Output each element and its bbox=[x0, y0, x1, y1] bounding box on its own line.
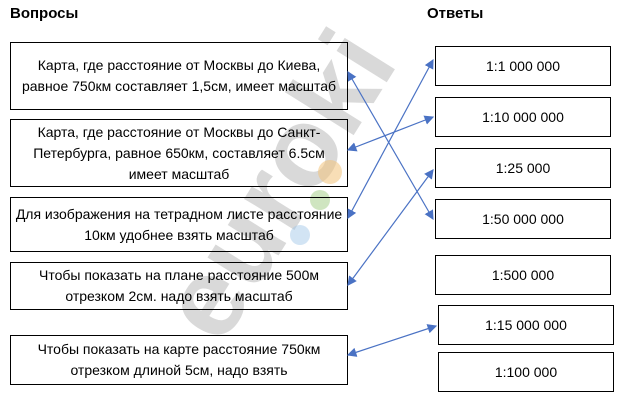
arrow-q4-to-a3 bbox=[347, 169, 434, 286]
answer-box-4: 1:50 000 000 bbox=[435, 199, 611, 239]
arrow-q3-to-a1 bbox=[347, 58, 434, 220]
answer-box-5: 1:500 000 bbox=[435, 255, 611, 295]
questions-heading: Вопросы bbox=[10, 5, 79, 22]
answer-box-1: 1:1 000 000 bbox=[435, 46, 611, 86]
question-box-2: Карта, где расстояние от Москвы до Санкт… bbox=[10, 119, 348, 187]
arrow-q5-to-a6 bbox=[346, 324, 438, 357]
question-box-5: Чтобы показать на карте расстояние 750км… bbox=[10, 335, 348, 385]
answer-box-3: 1:25 000 bbox=[435, 148, 611, 188]
question-box-4: Чтобы показать на плане расстояние 500м … bbox=[10, 262, 348, 310]
answer-box-2: 1:10 000 000 bbox=[435, 97, 611, 137]
answer-box-6: 1:15 000 000 bbox=[438, 305, 614, 345]
question-box-1: Карта, где расстояние от Москвы до Киева… bbox=[10, 42, 348, 110]
answer-box-7: 1:100 000 bbox=[438, 352, 614, 392]
answers-heading: Ответы bbox=[427, 5, 484, 22]
